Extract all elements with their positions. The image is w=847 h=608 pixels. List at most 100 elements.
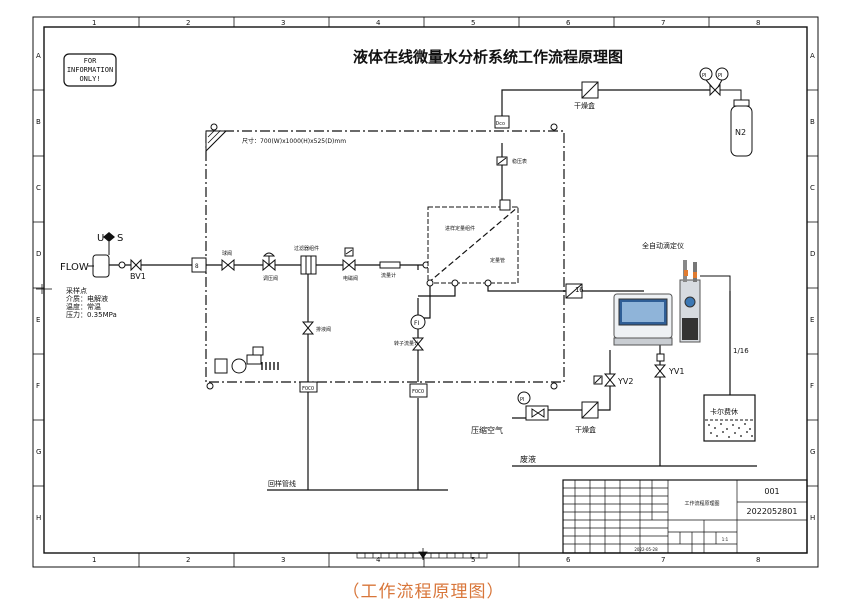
svg-text:FI: FI xyxy=(414,320,419,327)
row-label-left: C xyxy=(36,184,41,192)
sample-point: U S FLOW 采样点 介质：电解液 温度：常温 压力：0.35MPa xyxy=(60,232,123,319)
pressure-regulating-valve: 调压阀 xyxy=(262,252,278,282)
svg-text:FOCO: FOCO xyxy=(302,386,314,392)
figure-caption: （工作流程原理图） xyxy=(342,582,505,602)
drawing-name: 工作流程原理图 xyxy=(684,500,719,507)
cabinet-dimensions: 尺寸：700(W)x1000(H)x525(D)mm xyxy=(242,137,346,145)
svg-text:稳压表: 稳压表 xyxy=(512,158,527,165)
col-label-bottom: 8 xyxy=(756,556,760,564)
process-lines xyxy=(105,89,757,491)
svg-text:PI: PI xyxy=(702,73,707,79)
col-label-top: 3 xyxy=(281,19,285,27)
svg-text:干燥盒: 干燥盒 xyxy=(575,425,596,434)
col-label-top: 5 xyxy=(471,19,475,27)
information-stamp: FOR INFORMATION ONLY! xyxy=(63,53,117,87)
svg-text:PI: PI xyxy=(718,73,723,79)
svg-text:压力：0.35MPa: 压力：0.35MPa xyxy=(66,310,117,319)
svg-text:温度：常温: 温度：常温 xyxy=(66,302,101,311)
pressure-gauge-inline: 稳压表 xyxy=(496,156,527,166)
svg-text:进样定量组件: 进样定量组件 xyxy=(445,225,475,232)
solenoid-valve: 电磁阀 xyxy=(342,247,358,282)
reagent-bottle: 1/16 卡尔费休 xyxy=(703,347,756,442)
row-label-right: C xyxy=(810,184,815,192)
flow-meter: 流量计 xyxy=(379,261,401,279)
valve-yv1: YV1 xyxy=(653,353,684,378)
svg-text:卡尔费休: 卡尔费休 xyxy=(710,407,738,416)
row-label-right: F xyxy=(810,382,814,390)
svg-text:采样点: 采样点 xyxy=(66,286,87,295)
rotameter: FI 转子流量计 xyxy=(394,314,426,351)
row-label-left: E xyxy=(36,316,40,324)
col-label-top: 2 xyxy=(186,19,190,27)
row-label-left: A xyxy=(36,52,41,60)
col-label-bottom: 5 xyxy=(471,556,475,564)
svg-text:PI: PI xyxy=(520,397,525,403)
row-label-right: A xyxy=(810,52,815,60)
row-label-left: G xyxy=(36,448,41,456)
svg-text:INFORMATION: INFORMATION xyxy=(67,66,113,74)
nitrogen-cylinder: PI PI N2 xyxy=(699,67,753,157)
drawing-number: 2022052801 xyxy=(747,507,798,516)
svg-text:干燥盒: 干燥盒 xyxy=(574,101,595,110)
col-label-top: 8 xyxy=(756,19,760,27)
titrator-label: 全自动滴定仪 xyxy=(642,241,684,250)
row-label-right: D xyxy=(810,250,815,258)
return-valve: 排液阀 xyxy=(301,321,331,335)
col-label-top: 1 xyxy=(92,19,96,27)
svg-text:介质：电解液: 介质：电解液 xyxy=(66,294,108,303)
svg-text:YV2: YV2 xyxy=(617,377,633,386)
svg-text:ONLY!: ONLY! xyxy=(79,75,100,83)
col-label-top: 4 xyxy=(376,19,381,27)
svg-text:Dco: Dco xyxy=(496,121,505,127)
valve-yv2: YV2 xyxy=(593,373,633,387)
drawing-date: 2022-05-28 xyxy=(634,547,658,552)
titrator-instrument: 全自动滴定仪 xyxy=(613,241,731,346)
svg-text:8: 8 xyxy=(195,263,199,270)
row-label-left: F xyxy=(36,382,40,390)
svg-text:调压阀: 调压阀 xyxy=(263,275,278,282)
return-pipe-label: 回样管线 xyxy=(268,479,296,488)
outlet-fitting: 16 xyxy=(565,283,583,299)
filter-assembly: 过滤器组件 xyxy=(294,245,319,275)
svg-text:16: 16 xyxy=(575,286,583,294)
s-label: S xyxy=(117,233,123,244)
row-label-right: H xyxy=(810,514,815,522)
border-zone-labels: 1 2 3 4 5 6 7 8 1 2 3 4 5 6 7 8 A B C D … xyxy=(36,19,815,564)
pump-assembly xyxy=(214,346,279,374)
bottom-ruler xyxy=(356,552,488,559)
svg-text:N2: N2 xyxy=(735,128,746,137)
document-number: 001 xyxy=(764,487,779,496)
return-fitting xyxy=(299,381,318,393)
svg-text:FOR: FOR xyxy=(84,57,97,65)
svg-text:BV1: BV1 xyxy=(130,272,146,281)
col-label-bottom: 3 xyxy=(281,556,285,564)
inlet-fitting xyxy=(191,257,207,273)
row-label-right: B xyxy=(810,118,815,126)
col-label-top: 6 xyxy=(566,19,571,27)
row-label-right: E xyxy=(810,316,814,324)
svg-text:FOCO: FOCO xyxy=(412,389,424,395)
drawing-scale: 1:1 xyxy=(722,537,729,542)
air-regulator: PI 压缩空气 xyxy=(471,391,549,435)
sampling-cell: 进样定量组件 定量管 xyxy=(426,199,519,287)
svg-text:电磁阀: 电磁阀 xyxy=(343,275,358,282)
ball-valve: 球阀 xyxy=(221,250,235,272)
svg-text:定量管: 定量管 xyxy=(490,257,505,264)
title-block xyxy=(562,479,808,554)
row-label-right: G xyxy=(810,448,815,456)
border-ticks xyxy=(33,17,818,567)
col-label-bottom: 7 xyxy=(661,556,665,564)
col-label-bottom: 6 xyxy=(566,556,571,564)
col-label-bottom: 1 xyxy=(92,556,96,564)
row-label-left: B xyxy=(36,118,41,126)
valve-bv1: BV1 xyxy=(118,258,146,281)
svg-text:1/16: 1/16 xyxy=(733,347,749,355)
svg-text:流量计: 流量计 xyxy=(381,272,396,279)
analyzer-cabinet: 尺寸：700(W)x1000(H)x525(D)mm xyxy=(205,123,565,390)
waste-label: 废液 xyxy=(520,454,536,464)
dryer-top: 干燥盒 xyxy=(574,81,599,110)
col-label-bottom: 2 xyxy=(186,556,190,564)
col-label-top: 7 xyxy=(661,19,665,27)
svg-text:转子流量计: 转子流量计 xyxy=(394,340,419,347)
